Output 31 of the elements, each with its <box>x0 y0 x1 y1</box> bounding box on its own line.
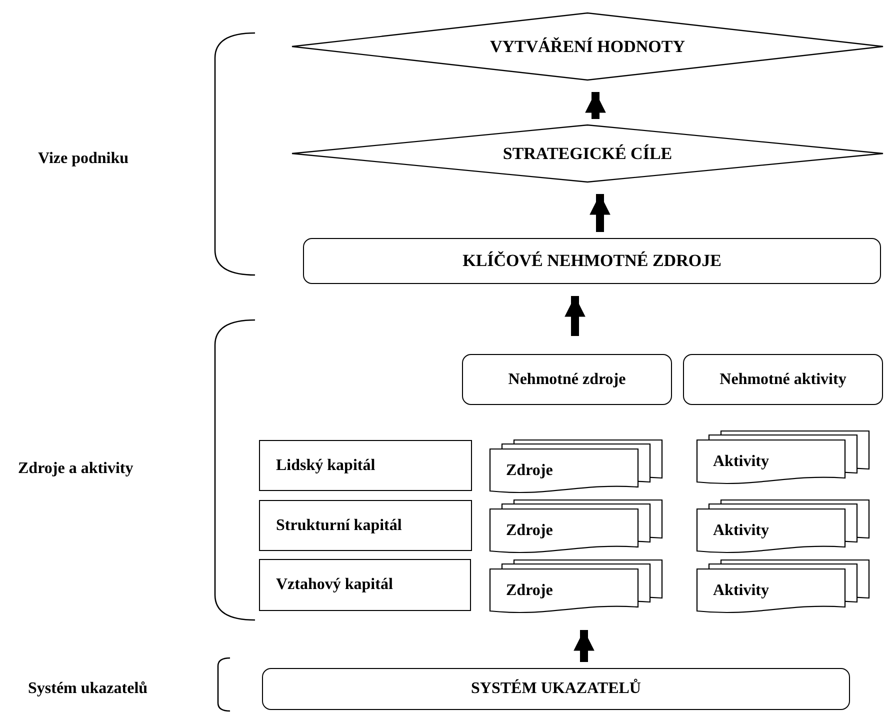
node-text: KLÍČOVÉ NEHMOTNÉ ZDROJE <box>462 251 722 271</box>
section-label: Vize podniku <box>38 150 129 168</box>
node-text: Strukturní kapitál <box>276 516 402 534</box>
decision-diamond <box>292 125 883 182</box>
node-text: Nehmotné aktivity <box>720 370 846 388</box>
process-box <box>259 440 472 491</box>
node-text: Aktivity <box>713 453 769 471</box>
node-text: Aktivity <box>713 522 769 540</box>
arrow <box>574 630 594 662</box>
node-text: Lidský kapitál <box>276 456 376 474</box>
node-text: Zdroje <box>506 462 553 480</box>
process-box <box>259 500 472 551</box>
rounded-box <box>262 668 850 710</box>
node-text: VYTVÁŘENÍ HODNOTY <box>490 36 686 56</box>
arrow <box>564 296 586 336</box>
node-text: Aktivity <box>713 582 769 600</box>
rounded-box <box>303 238 881 284</box>
node-text: Nehmotné zdroje <box>508 370 626 388</box>
node-text: STRATEGICKÉ CÍLE <box>502 144 672 164</box>
node-text: SYSTÉM UKAZATELŮ <box>471 680 641 698</box>
section-label: Zdroje a aktivity <box>18 460 134 478</box>
node-text: Zdroje <box>506 582 553 600</box>
rounded-box <box>683 354 883 405</box>
arrow <box>585 92 606 119</box>
process-box <box>259 559 471 611</box>
node-text: Zdroje <box>506 522 553 540</box>
arrow <box>590 194 610 232</box>
section-label: Systém ukazatelů <box>28 680 148 698</box>
node-text: Vztahový kapitál <box>276 576 393 594</box>
rounded-box <box>462 354 672 405</box>
decision-diamond <box>292 13 883 80</box>
